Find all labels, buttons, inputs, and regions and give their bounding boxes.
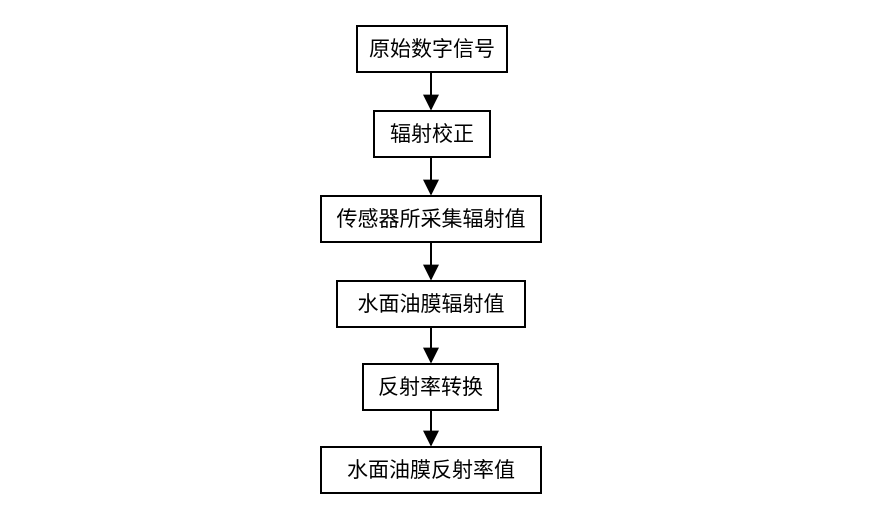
node-reflectance-conversion: 反射率转换 xyxy=(362,363,499,411)
node-sensor-radiance: 传感器所采集辐射值 xyxy=(320,195,542,243)
node-label: 辐射校正 xyxy=(390,121,474,146)
node-oil-film-reflectance: 水面油膜反射率值 xyxy=(320,446,542,494)
node-label: 水面油膜反射率值 xyxy=(347,457,515,482)
node-label: 反射率转换 xyxy=(378,374,483,399)
node-label: 传感器所采集辐射值 xyxy=(336,206,526,231)
node-oil-film-radiance: 水面油膜辐射值 xyxy=(336,280,526,328)
node-raw-digital-signal: 原始数字信号 xyxy=(356,25,508,73)
node-radiometric-correction: 辐射校正 xyxy=(373,110,491,158)
node-label: 原始数字信号 xyxy=(369,36,495,61)
node-label: 水面油膜辐射值 xyxy=(357,291,505,316)
